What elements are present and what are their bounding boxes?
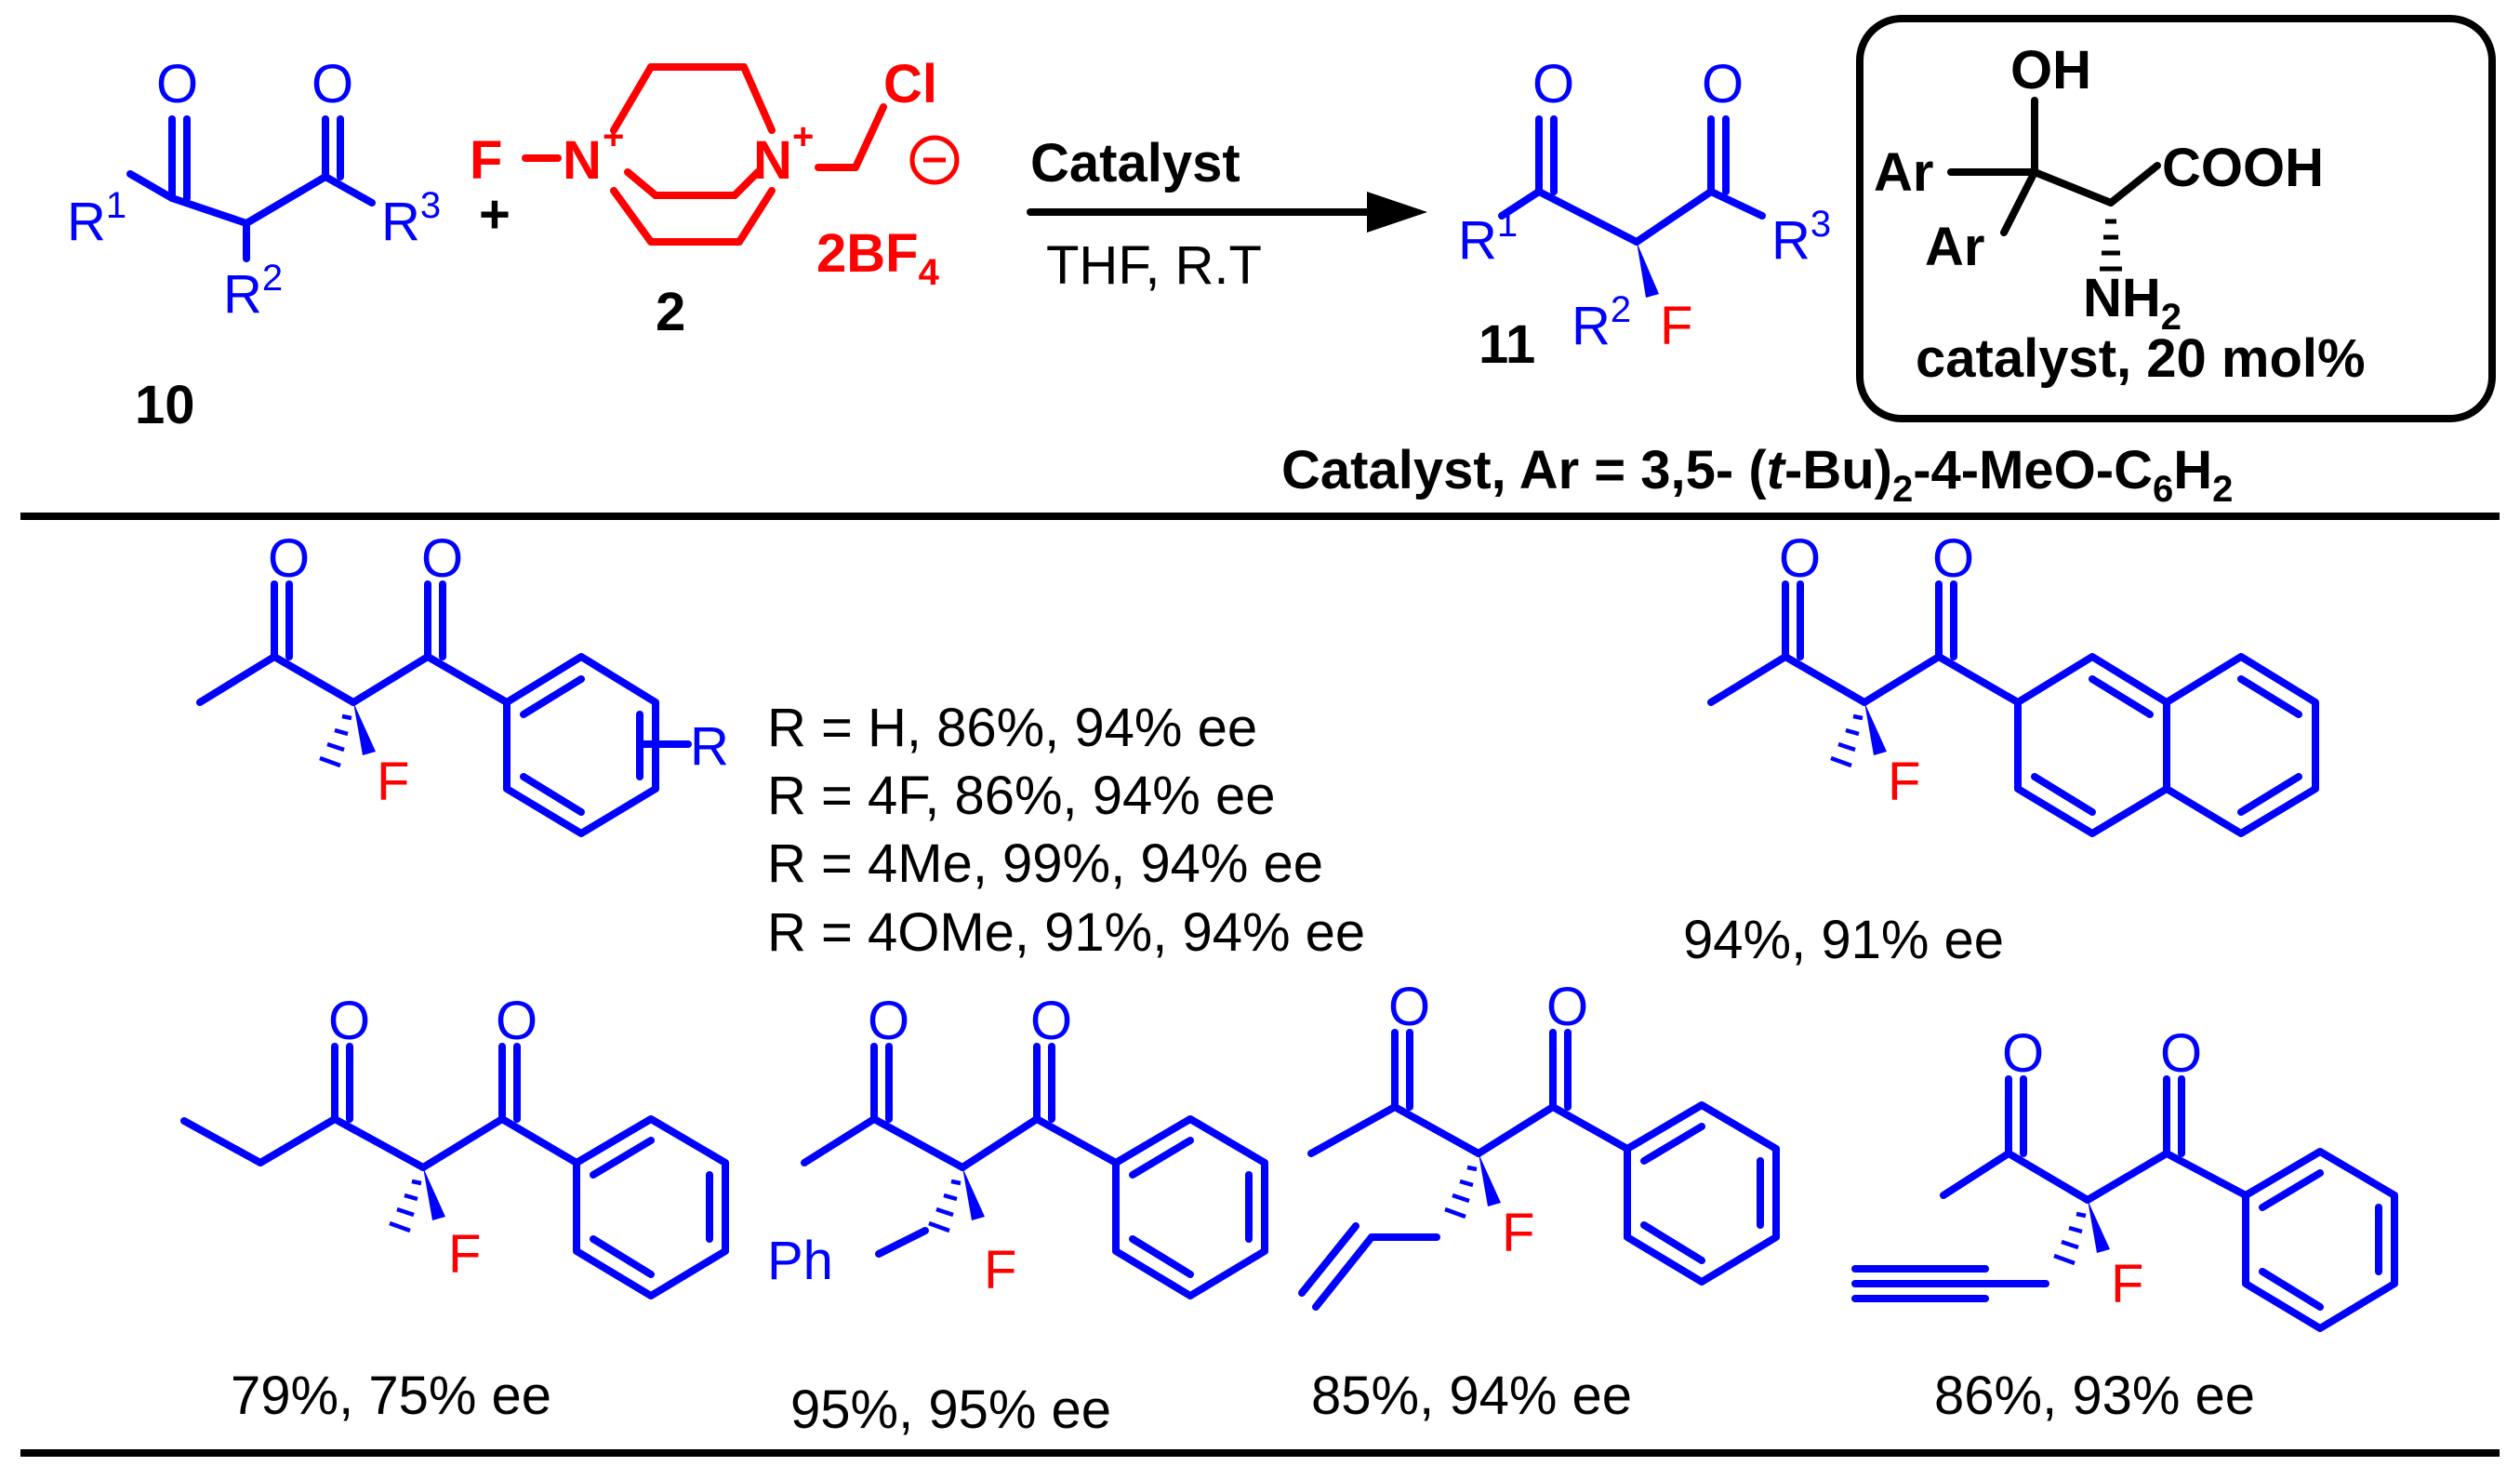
carbonyl-oxygen: O <box>1388 977 1430 1037</box>
hashed-wedge-icon <box>928 1179 962 1233</box>
result-line: 79%, 75% ee <box>231 1366 551 1426</box>
result-line: R = H, 86%, 94% ee <box>767 698 1257 758</box>
conditions-label: THF, R.T <box>1046 235 1262 296</box>
result-line: 95%, 95% ee <box>790 1379 1111 1440</box>
negative-charge-icon <box>909 135 960 185</box>
result-line: 86%, 93% ee <box>1934 1366 2255 1426</box>
product-11: O O R1 R3 R2 F 11 <box>1458 54 1831 375</box>
positive-charge: + <box>603 116 624 157</box>
carbonyl-oxygen: O <box>1702 54 1744 114</box>
amine-label: NH2 <box>2083 268 2182 338</box>
hashed-wedge-icon <box>319 713 352 768</box>
carboxylic-acid-label: COOH <box>2162 138 2324 198</box>
r3-label: R3 <box>381 185 441 252</box>
aryl-substituent-label: R <box>690 716 729 777</box>
hashed-wedge-icon <box>389 1179 422 1233</box>
catalyst-definition: Catalyst, Ar = 3,5- (t-Bu)2-4-MeO-C6H2 <box>1281 440 2233 510</box>
aryl-label: Ar <box>1874 142 1933 203</box>
phenyl-label: Ph <box>767 1231 833 1291</box>
fluorine-label: F <box>1888 752 1920 812</box>
ammonium-nitrogen: N <box>563 130 602 191</box>
carbonyl-oxygen: O <box>1779 528 1821 589</box>
r2-label: R2 <box>1572 289 1631 356</box>
carbonyl-oxygen: O <box>328 991 370 1051</box>
product-naphthyl: F O O <box>1707 528 2319 837</box>
positive-charge: + <box>792 116 814 157</box>
plus-sign: + <box>479 184 511 245</box>
fluorine-label: F <box>984 1240 1016 1300</box>
hashed-wedge-icon <box>2053 1211 2087 1266</box>
carbonyl-oxygen: O <box>1546 977 1588 1037</box>
product-ethyl-ketone: F O O <box>180 991 729 1299</box>
carbonyl-oxygen: O <box>1030 991 1072 1051</box>
carbonyl-oxygen: O <box>312 54 353 114</box>
fluorine-label: F <box>448 1224 481 1285</box>
catalyst-loading-caption: catalyst, 20 mol% <box>1916 328 2366 389</box>
carbonyl-oxygen: O <box>2160 1023 2202 1084</box>
fluorine-label: F <box>1502 1203 1534 1263</box>
carbonyl-oxygen: O <box>868 991 909 1051</box>
r2-label: R2 <box>223 258 283 325</box>
carbonyl-oxygen: O <box>2002 1023 2044 1084</box>
carbonyl-oxygen: O <box>421 528 463 589</box>
aryl-label: Ar <box>1925 217 1984 277</box>
compound-number-10: 10 <box>135 375 195 435</box>
hashed-wedge-icon <box>1830 713 1863 768</box>
selectfluor-2: F N + N + Cl 2BF4 2 <box>470 54 960 342</box>
r1-label: R1 <box>1458 204 1518 271</box>
result-line: 94%, 91% ee <box>1683 910 2004 970</box>
product-aryl-series: F O O R <box>196 528 729 837</box>
r1-label: R1 <box>67 185 126 252</box>
fluorine-label: F <box>377 752 409 812</box>
carbonyl-oxygen: O <box>1932 528 1974 589</box>
carbonyl-oxygen: O <box>268 528 310 589</box>
reagent-label: Catalyst <box>1030 133 1240 193</box>
carbonyl-oxygen: O <box>1532 54 1574 114</box>
r3-label: R3 <box>1771 204 1831 271</box>
counterion-label: 2BF4 <box>816 223 940 293</box>
fluorine-label: F <box>1660 296 1692 356</box>
hashed-wedge-icon <box>1444 1165 1478 1219</box>
result-line: R = 4F, 86%, 94% ee <box>767 766 1276 826</box>
hashed-wedge-icon <box>2100 219 2122 272</box>
carbonyl-oxygen: O <box>496 991 537 1051</box>
compound-number-11: 11 <box>1479 314 1535 375</box>
product-propargyl: F O O <box>1851 1023 2398 1332</box>
substrate-10: O O R1 R3 R2 10 <box>67 54 441 435</box>
result-line: 85%, 94% ee <box>1311 1366 1632 1426</box>
hydroxyl-label: OH <box>2010 40 2091 100</box>
carbonyl-oxygen: O <box>156 54 198 114</box>
chlorine-label: Cl <box>883 54 937 114</box>
reaction-arrow: Catalyst THF, R.T <box>1027 133 1427 296</box>
product-benzyl: F Ph O O <box>767 991 1268 1300</box>
result-line: R = 4Me, 99%, 94% ee <box>767 833 1323 894</box>
result-line: R = 4OMe, 91%, 94% ee <box>767 902 1365 963</box>
catalyst-box: OH Ar Ar COOH NH2 catalyst, 20 mol% <box>1856 15 2496 422</box>
compound-number-2: 2 <box>656 282 685 342</box>
ammonium-nitrogen: N <box>753 130 792 191</box>
fluorine-label: F <box>470 130 502 191</box>
fluorine-label: F <box>2111 1254 2143 1314</box>
product-allyl: F O O <box>1298 977 1780 1311</box>
